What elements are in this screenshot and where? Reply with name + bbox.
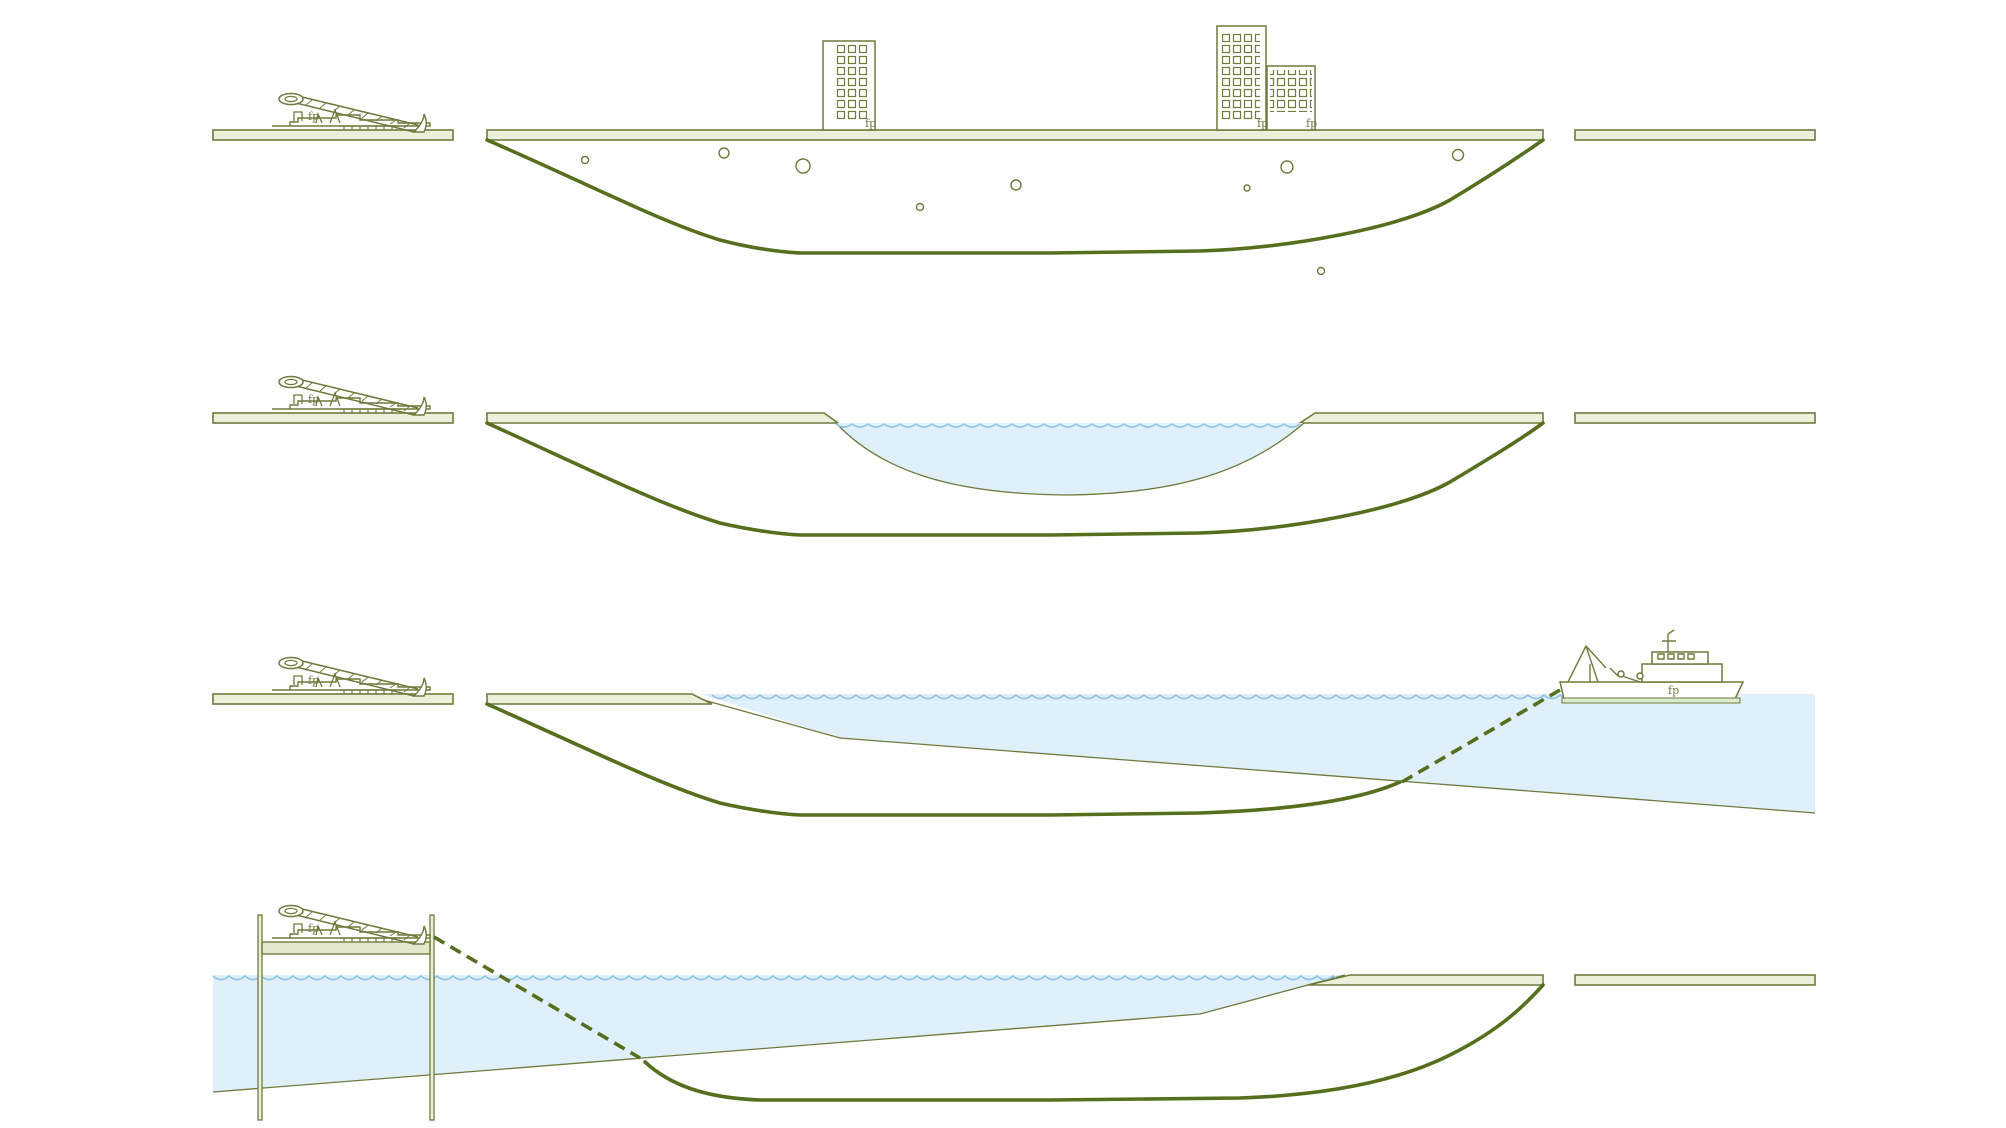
sea-water	[213, 975, 1345, 1092]
ground-right	[1574, 129, 1816, 141]
sea-surface	[711, 693, 1673, 700]
panel-lake-crossing	[212, 375, 1816, 537]
ground-right	[1574, 412, 1816, 424]
lake-bed	[835, 422, 1305, 496]
panel-city-crossing: fp fp fp	[212, 25, 1816, 276]
svg-text:fp: fp	[865, 117, 876, 130]
sea-bed	[212, 974, 1346, 1093]
drill-rig-icon	[271, 92, 431, 133]
bore-path-planned	[433, 935, 641, 1060]
sea-water	[700, 694, 1815, 813]
ground-shore	[1307, 974, 1544, 986]
ground-center-right	[1297, 412, 1544, 424]
bore-path	[485, 702, 1402, 817]
drill-rig-icon	[271, 904, 431, 945]
sea-surface	[212, 974, 1382, 981]
ship-icon: fp	[1559, 629, 1745, 704]
panel-shore-to-sea: fp	[212, 629, 1816, 817]
soil-bubbles	[580, 147, 1465, 276]
building-icon: fp fp	[1216, 25, 1317, 131]
lake-water	[836, 423, 1304, 495]
svg-text:fp: fp	[1306, 117, 1317, 130]
lake-surface	[835, 423, 1301, 428]
panel-platform-to-shore	[212, 904, 1816, 1121]
ground-right	[1574, 974, 1816, 986]
ground-shore	[486, 693, 713, 705]
ground-center-left	[486, 412, 841, 424]
svg-text:fp: fp	[1257, 117, 1268, 130]
bore-path-planned	[1401, 688, 1561, 784]
ground-center	[486, 129, 1544, 141]
pile-platform	[257, 914, 435, 1121]
drill-rig-icon	[271, 656, 431, 697]
bore-path	[643, 983, 1545, 1102]
bore-path	[485, 421, 1545, 537]
ground-left	[212, 129, 454, 141]
svg-text:fp: fp	[1668, 684, 1679, 697]
sea-bed	[699, 698, 1816, 814]
ground-left	[212, 412, 454, 424]
ground-left	[212, 693, 454, 705]
building-icon: fp	[822, 40, 876, 131]
drill-rig-icon	[271, 375, 431, 416]
bore-path	[485, 138, 1545, 255]
